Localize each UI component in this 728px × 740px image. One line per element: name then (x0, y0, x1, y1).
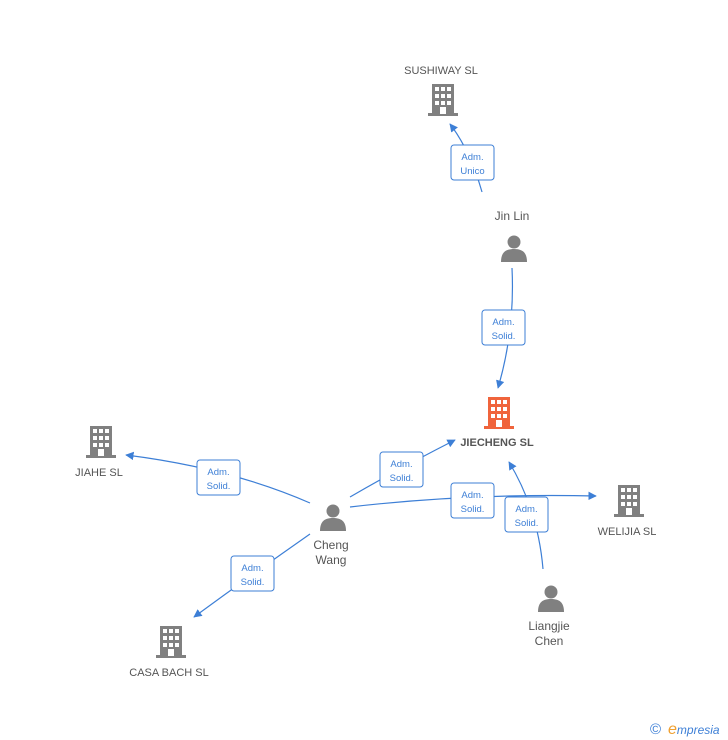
company-name: JIECHENG SL (460, 437, 534, 449)
person-icon (538, 585, 564, 612)
person-icon (320, 504, 346, 531)
relation-chengwang-jiecheng[interactable]: Adm. Solid. (379, 451, 424, 488)
brand-initial: e (668, 721, 677, 738)
relation-jinlin-jiecheng[interactable]: Adm. Solid. (481, 309, 526, 346)
building-icon (86, 426, 116, 458)
relation-chengwang-jiahe[interactable]: Adm. Solid. (196, 459, 241, 496)
relation-label-line2: Solid. (241, 577, 265, 588)
building-icon (614, 485, 644, 517)
company-node-jiecheng[interactable]: JIECHENG SL (460, 397, 534, 449)
person-name: Jin Lin (495, 209, 530, 223)
person-node-jin-lin[interactable]: Jin Lin (495, 209, 530, 262)
relation-liangjie-jiecheng[interactable]: Adm. Solid. (504, 496, 549, 533)
company-name: SUSHIWAY SL (404, 65, 478, 77)
relation-label-line1: Adm. (461, 490, 483, 501)
relation-label-line2: Solid. (515, 518, 539, 529)
company-node-welijia[interactable]: WELIJIA SL (598, 485, 657, 538)
company-name: JIAHE SL (75, 467, 123, 479)
relation-label-line2: Solid. (390, 473, 414, 484)
relation-label-line2: Solid. (461, 504, 485, 515)
relation-jinlin-sushiway[interactable]: Adm. Unico (450, 144, 495, 181)
relation-label-line2: Solid. (207, 481, 231, 492)
company-name: CASA BACH SL (129, 667, 208, 679)
brand-logo: empresia (668, 721, 720, 738)
brand-name: mpresia (677, 723, 720, 737)
relation-label-line1: Adm. (515, 504, 537, 515)
person-node-cheng-wang[interactable]: Cheng Wang (313, 504, 349, 568)
relation-label-line2: Solid. (492, 331, 516, 342)
relation-chengwang-welijia[interactable]: Adm. Solid. (450, 482, 495, 519)
relation-label-line1: Adm. (207, 467, 229, 478)
building-icon (484, 397, 514, 429)
building-icon (156, 626, 186, 658)
brand-footer: © empresia (650, 721, 720, 738)
building-icon (428, 84, 458, 116)
company-node-sushiway[interactable]: SUSHIWAY SL (404, 65, 478, 116)
person-name-line2: Chen (535, 634, 564, 648)
person-name-line1: Liangjie (528, 619, 570, 633)
relation-label-line1: Adm. (241, 563, 263, 574)
relation-label-line1: Adm. (390, 459, 412, 470)
copyright-icon: © (650, 721, 661, 738)
person-node-liangjie-chen[interactable]: Liangjie Chen (528, 585, 570, 649)
relation-chengwang-casabach[interactable]: Adm. Solid. (230, 555, 275, 592)
person-name-line1: Cheng (313, 538, 348, 552)
person-name-line2: Wang (316, 553, 347, 567)
company-node-casa-bach[interactable]: CASA BACH SL (129, 626, 209, 679)
company-node-jiahe[interactable]: JIAHE SL (75, 426, 123, 479)
relation-label-line1: Adm. (461, 152, 483, 163)
company-name: WELIJIA SL (598, 526, 657, 538)
relation-label-line2: Unico (460, 166, 484, 177)
relation-label-line1: Adm. (492, 317, 514, 328)
person-icon (501, 235, 527, 262)
